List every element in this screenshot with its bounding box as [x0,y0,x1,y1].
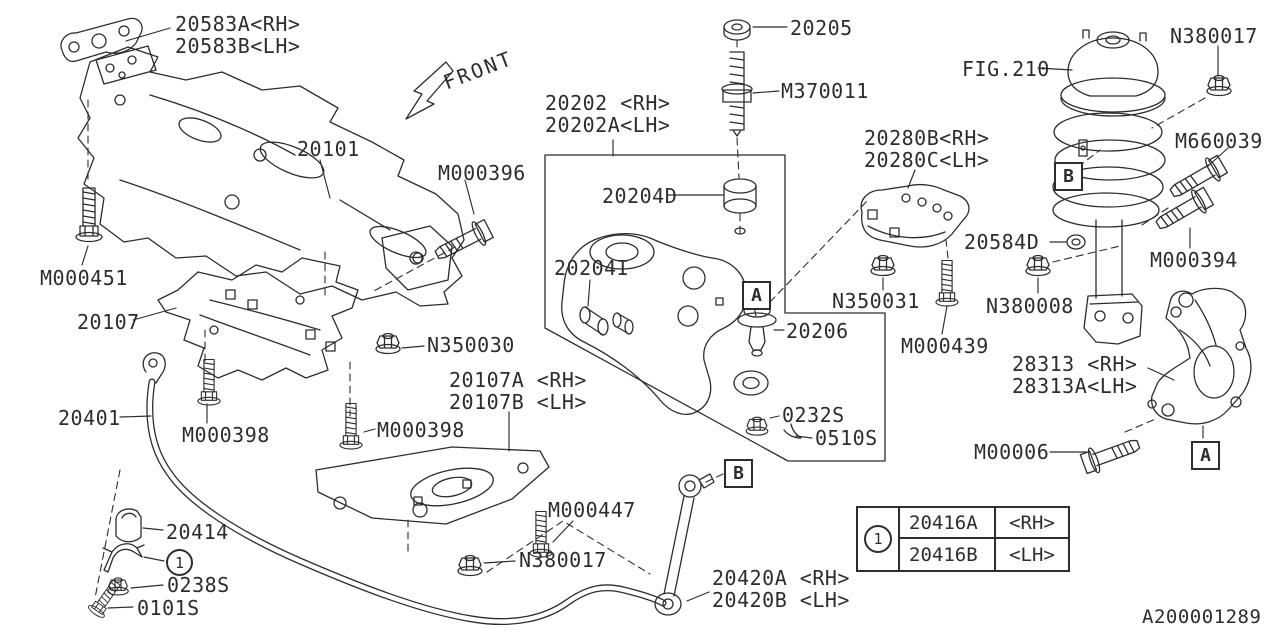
label-20401: 20401 [58,406,121,430]
label-20204i: 20204I [554,256,630,280]
strut-assembly-fig210 [1052,29,1166,345]
label-20202: 20202 <RH> [545,91,671,115]
bolt-m370011 [721,51,753,137]
label-20205: 20205 [790,16,853,40]
label-20101: 20101 [297,137,360,161]
label-m000394: M000394 [1150,248,1238,272]
label-28313a: 28313A<LH> [1012,374,1138,398]
label-fig210: FIG.210 [962,57,1050,81]
nut-0238s [107,577,129,596]
label-m000451: M000451 [40,266,128,290]
front-crossmember-20101 [77,45,465,307]
knuckle-28313 [1147,287,1252,425]
label-n380017-bottom: N380017 [519,548,607,572]
label-20206: 20206 [786,319,849,343]
callout-box-b1: B [1054,162,1083,191]
callout-marker-1: 1 [166,549,193,576]
legend-part-20416b: 20416B [900,539,996,570]
callout-box-a1: A [742,281,771,310]
drawing-number: A200001289 [1142,606,1262,628]
clamp-20416 [102,543,145,573]
bushing-20414 [115,508,142,543]
label-m000398-left: M000398 [182,423,270,447]
bolt-m000398-left [197,358,221,406]
label-20420a: 20420A <RH> [712,566,850,590]
label-0238s: 0238S [167,573,230,597]
label-20107: 20107 [77,310,140,334]
skid-plate-20107 [157,257,359,381]
label-0101s: 0101S [137,596,200,620]
stabilizer-bar-20401 [142,352,667,626]
bushing-20204i [579,306,634,336]
nut-n380017-top [1206,74,1232,97]
label-m000398-center: M000398 [377,418,465,442]
label-m000447: M000447 [548,498,636,522]
label-20107b: 20107B <LH> [449,390,587,414]
washer-20584d [1066,234,1086,250]
legend-side-rh: <RH> [996,508,1068,539]
label-20583b: 20583B<LH> [175,34,301,58]
label-20414: 20414 [166,520,229,544]
legend-table: 1 20416A <RH> 20416B <LH> [856,506,1070,572]
label-m660039: M660039 [1175,129,1263,153]
label-0510s: 0510S [815,426,878,450]
bracket-20280 [860,183,970,248]
label-n350031: N350031 [832,289,920,313]
label-20583a: 20583A<RH> [175,12,301,36]
bolt-m000398-center [339,402,363,450]
bracket-20583 [60,17,143,63]
label-20107a: 20107A <RH> [449,368,587,392]
bolt-m00006 [1078,431,1144,477]
label-20584d: 20584D [964,230,1040,254]
label-20280b: 20280B<RH> [864,126,990,150]
bolt-m000439 [935,259,959,307]
ball-joint-20206 [737,304,777,357]
label-n350030: N350030 [427,333,515,357]
label-20420b: 20420B <LH> [712,588,850,612]
label-20280c: 20280C<LH> [864,148,990,172]
bolt-m000451 [75,187,103,243]
stabilizer-link-20420 [654,473,715,616]
label-28313: 28313 <RH> [1012,352,1138,376]
callout-box-b2: B [724,459,753,488]
front-direction-arrow [405,61,454,120]
legend-marker-cell: 1 [858,508,900,570]
label-m00006: M00006 [974,440,1050,464]
label-m000396: M000396 [438,161,526,185]
control-arm-box [544,154,886,462]
label-0232s: 0232S [782,403,845,427]
nut-20205 [723,19,751,41]
nut-n350031 [870,254,896,277]
nut-n380017-bottom [457,554,483,577]
label-20204d: 20204D [602,184,678,208]
label-m370011: M370011 [781,79,869,103]
bolt-0101s [86,576,125,620]
label-m000439: M000439 [901,334,989,358]
legend-part-20416a: 20416A [900,508,996,539]
callout-box-a2: A [1191,441,1220,470]
nut-n350030 [375,332,401,355]
legend-side-lh: <LH> [1009,543,1055,566]
label-20202a: 20202A<LH> [545,113,671,137]
label-n380017-top: N380017 [1170,24,1258,48]
nut-n380008 [1025,254,1051,277]
support-plate-20107a [315,446,550,525]
nut-0232s [745,416,769,436]
label-n380008: N380008 [986,294,1074,318]
construction-lines [87,39,1206,599]
legend-marker-circle: 1 [864,525,892,553]
transverse-link-20202 [561,233,769,415]
leader-lines [81,26,1229,609]
